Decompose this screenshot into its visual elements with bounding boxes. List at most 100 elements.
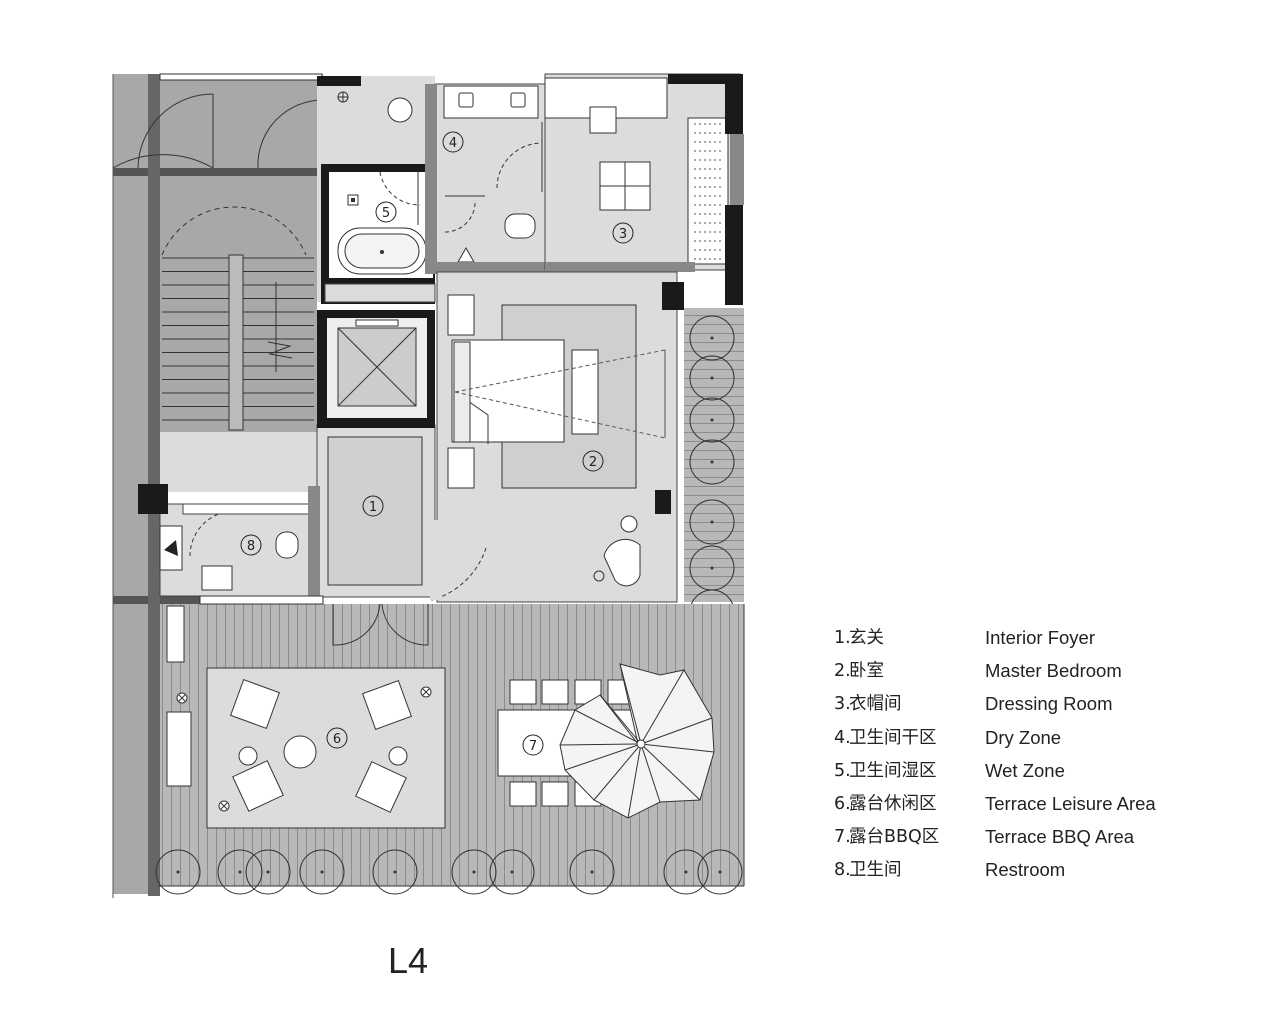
- tree-trunk: [710, 376, 714, 380]
- tree-trunk: [710, 460, 714, 464]
- legend-name-en: Interior Foyer: [985, 627, 1096, 648]
- svg-text:5: 5: [382, 206, 390, 221]
- dry-zone-4: [425, 83, 546, 274]
- umbrella-rib: [640, 743, 715, 753]
- svg-text:7: 7: [529, 739, 537, 754]
- legend-number: 4.: [834, 727, 851, 748]
- legend-name-zh: 卫生间湿区: [849, 760, 937, 781]
- master-bedroom-2: [430, 271, 684, 603]
- legend-number: 6.: [834, 793, 851, 814]
- umbrella-rib: [640, 669, 685, 745]
- tree-canopy: [697, 849, 743, 895]
- terrace-trees: [155, 849, 743, 895]
- tree-trunk: [590, 870, 594, 874]
- legend-name-en: Master Bedroom: [985, 660, 1122, 682]
- legend-number: 1.: [834, 628, 851, 648]
- umbrella-rib: [640, 743, 661, 803]
- room-label-1: 1: [362, 495, 384, 517]
- legend-name-zh: 衣帽间: [849, 694, 902, 715]
- legend-number: 8.: [834, 860, 851, 881]
- legend-number: 7.: [834, 827, 851, 848]
- tree-trunk: [710, 566, 714, 570]
- umbrella-rib: [640, 743, 701, 801]
- legend-item: 4.卫生间干区 Dry Zone: [834, 724, 1254, 757]
- tree-canopy: [569, 849, 615, 895]
- room-label-3: 3: [612, 222, 634, 244]
- bbq-area-7: [497, 663, 715, 819]
- tree-canopy: [155, 849, 201, 895]
- legend-item: 2.卧室 Master Bedroom: [834, 657, 1254, 690]
- leisure-area-6: [206, 667, 446, 829]
- tree-canopy: [689, 439, 735, 485]
- right-deck: [684, 308, 744, 635]
- dressing-room-3: [544, 73, 744, 305]
- room-label-5: 5: [375, 201, 397, 223]
- restroom-8: [138, 484, 316, 597]
- wet-zone-5: [317, 76, 436, 304]
- bbq-chair: [541, 679, 569, 705]
- legend-number: 3.: [834, 694, 851, 715]
- umbrella-rib: [574, 709, 642, 745]
- umbrella-rib: [564, 743, 642, 771]
- legend-number: 5.: [834, 760, 851, 781]
- floor-level-label: L4: [388, 940, 429, 981]
- legend-item: 1.玄关 Interior Foyer: [834, 624, 1254, 657]
- tree-canopy: [299, 849, 345, 895]
- tree-trunk: [472, 870, 476, 874]
- legend-name-zh: 露台休闲区: [849, 793, 937, 814]
- svg-text:1: 1: [369, 500, 377, 515]
- tree-trunk: [238, 870, 242, 874]
- tree-canopy: [689, 315, 735, 361]
- legend-name-en: Terrace Leisure Area: [985, 792, 1156, 814]
- tree-trunk: [176, 870, 180, 874]
- stair-block: [160, 176, 317, 492]
- legend-name-en: Dressing Room: [985, 693, 1113, 715]
- tree-trunk: [710, 520, 714, 524]
- umbrella-rib: [559, 743, 642, 746]
- bbq-chair: [509, 679, 537, 705]
- legend-name-en: Restroom: [985, 859, 1066, 881]
- legend-item: 3.衣帽间 Dressing Room: [834, 690, 1254, 723]
- room-label-8: 8: [240, 534, 262, 556]
- bbq-chair: [509, 781, 537, 807]
- tree-trunk: [510, 870, 514, 874]
- tree-trunk: [710, 336, 714, 340]
- legend-name-zh: 卧室: [849, 661, 884, 682]
- room-label-2: 2: [582, 450, 604, 472]
- legend-item: 6.露台休闲区 Terrace Leisure Area: [834, 790, 1254, 823]
- room-label-7: 7: [522, 734, 544, 756]
- tree-trunk: [710, 418, 714, 422]
- tree-trunk: [266, 870, 270, 874]
- legend-name-zh: 玄关: [849, 628, 884, 648]
- tree-canopy: [245, 849, 291, 895]
- tree-trunk: [684, 870, 688, 874]
- legend-name-zh: 卫生间干区: [849, 727, 937, 748]
- room-legend: 1.玄关 Interior Foyer 2.卧室 Master Bedroom 3.…: [834, 624, 1254, 890]
- tree-canopy: [663, 849, 709, 895]
- svg-text:8: 8: [247, 539, 255, 554]
- foyer-1: [308, 424, 436, 598]
- tree-canopy: [489, 849, 535, 895]
- left-corridor: [112, 73, 324, 898]
- umbrella-rib: [619, 663, 642, 745]
- legend-name-en: Wet Zone: [985, 759, 1065, 781]
- tree-canopy: [451, 849, 497, 895]
- umbrella-rib: [627, 743, 642, 819]
- elevator: [317, 310, 435, 428]
- svg-text:3: 3: [619, 227, 627, 242]
- legend-name-en: Terrace BBQ Area: [985, 826, 1135, 848]
- tree-canopy: [372, 849, 418, 895]
- tree-trunk: [393, 870, 397, 874]
- tree-trunk: [718, 870, 722, 874]
- room-label-6: 6: [326, 727, 348, 749]
- legend-name-zh: 卫生间: [849, 860, 902, 881]
- tree-canopy: [689, 499, 735, 545]
- legend-number: 2.: [834, 661, 851, 682]
- tree-trunk: [320, 870, 324, 874]
- umbrella-rib: [593, 743, 642, 801]
- umbrella-rib: [599, 694, 642, 745]
- legend-item: 5.卫生间湿区 Wet Zone: [834, 757, 1254, 790]
- legend-name-en: Dry Zone: [985, 726, 1062, 748]
- svg-text:2: 2: [589, 455, 597, 470]
